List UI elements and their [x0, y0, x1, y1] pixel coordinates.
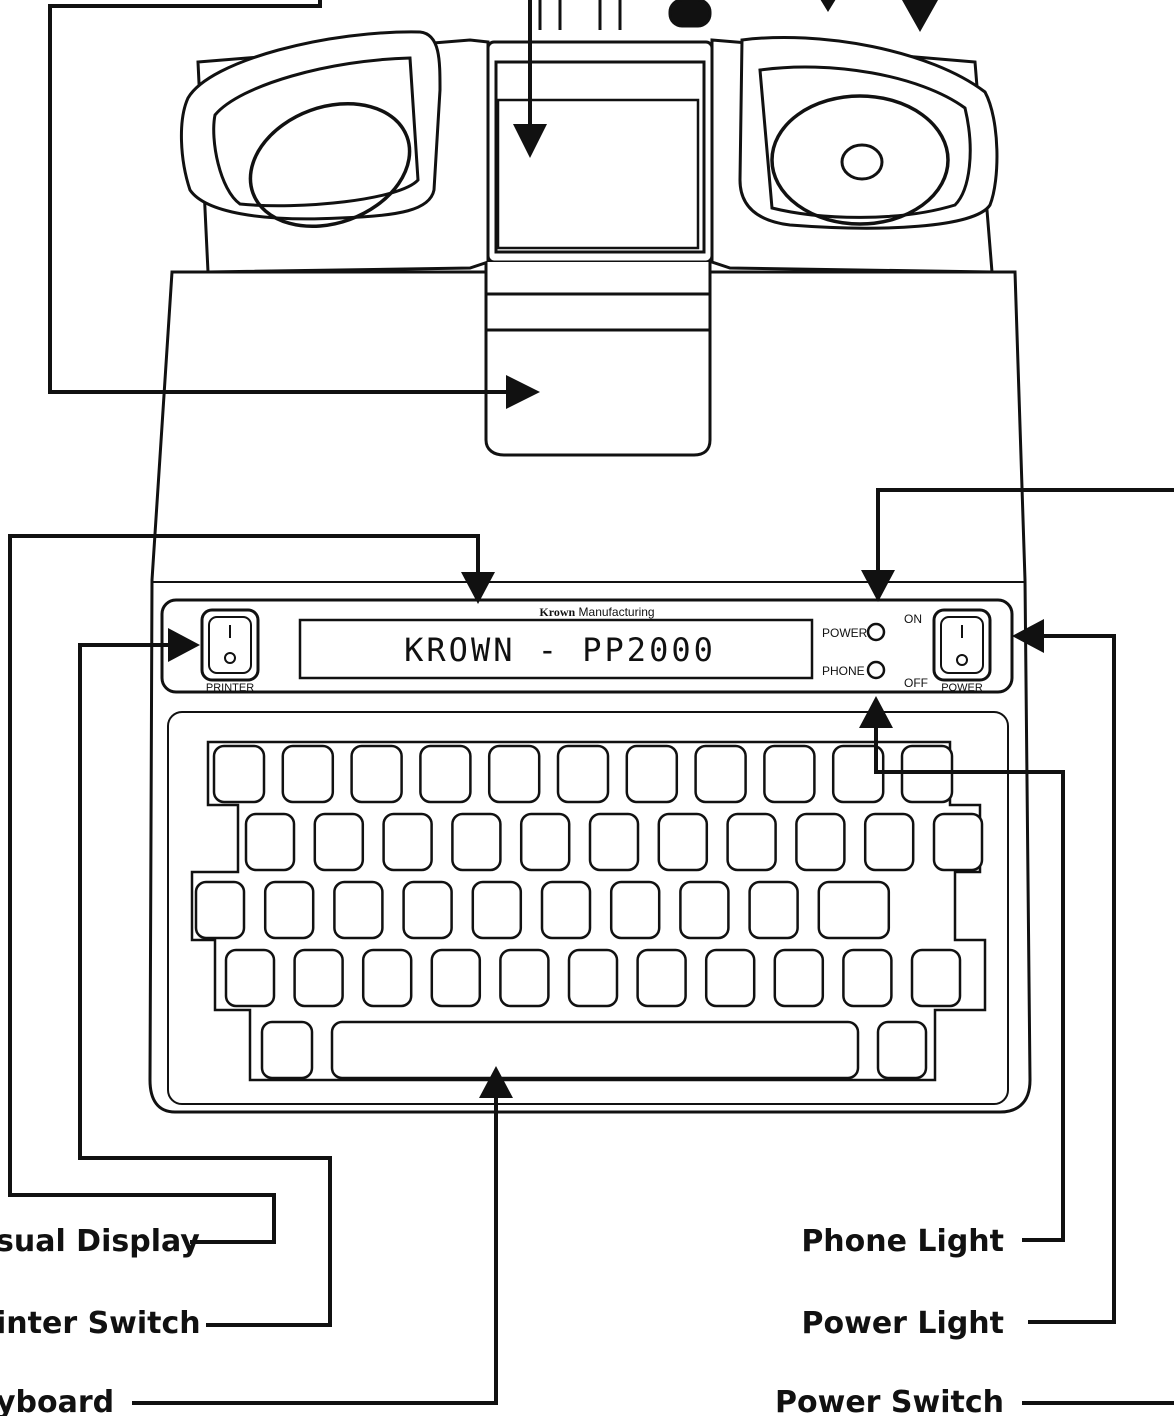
- key[interactable]: [361, 948, 413, 1008]
- callout-power-switch: Power Switch: [775, 1385, 1004, 1416]
- key[interactable]: [263, 880, 315, 940]
- key[interactable]: [876, 1020, 928, 1080]
- arrowhead: [506, 375, 540, 409]
- arrowhead: [859, 696, 893, 728]
- callout-power-light: Power Light: [802, 1306, 1004, 1341]
- space-bar[interactable]: [330, 1020, 860, 1080]
- power-switch-label: POWER: [941, 682, 983, 694]
- callout-visual-display: sual Display: [0, 1224, 200, 1259]
- key[interactable]: [932, 812, 984, 872]
- key[interactable]: [281, 744, 335, 804]
- leader-power-switch: [1028, 634, 1116, 1324]
- key[interactable]: [795, 812, 846, 872]
- visual-display: [298, 618, 814, 680]
- display-text: KROWN - PP2000: [404, 631, 716, 669]
- key[interactable]: [636, 948, 687, 1008]
- key[interactable]: [293, 948, 344, 1008]
- printer-switch[interactable]: [200, 608, 260, 682]
- key[interactable]: [679, 880, 730, 940]
- key[interactable]: [588, 812, 640, 872]
- key[interactable]: [609, 880, 661, 940]
- phone-indicator-label: PHONE: [822, 664, 865, 678]
- key[interactable]: [519, 812, 571, 872]
- arrowhead: [513, 124, 547, 158]
- key[interactable]: [244, 812, 296, 872]
- power-switch[interactable]: [932, 608, 992, 682]
- key[interactable]: [556, 744, 610, 804]
- arrowhead: [820, 0, 836, 12]
- leader-visual-display: [8, 534, 480, 1244]
- key-grid: [194, 744, 984, 1008]
- key[interactable]: [842, 948, 893, 1008]
- power-light: [866, 622, 886, 642]
- key[interactable]: [333, 880, 384, 940]
- arrowhead: [1012, 619, 1044, 653]
- arrowhead: [861, 570, 895, 602]
- key[interactable]: [910, 948, 962, 1008]
- key[interactable]: [194, 880, 246, 940]
- key[interactable]: [499, 948, 550, 1008]
- key[interactable]: [773, 948, 825, 1008]
- key[interactable]: [817, 880, 891, 940]
- key[interactable]: [313, 812, 365, 872]
- key[interactable]: [402, 880, 453, 940]
- key[interactable]: [382, 812, 433, 872]
- callout-printer-switch: inter Switch: [0, 1306, 201, 1341]
- key[interactable]: [487, 744, 541, 804]
- brand-bold: Krown: [539, 605, 575, 619]
- callout-phone-light: Phone Light: [801, 1224, 1004, 1259]
- leader-printer-switch: [78, 643, 332, 1327]
- key[interactable]: [726, 812, 777, 872]
- key[interactable]: [657, 812, 709, 872]
- power-indicator-label: POWER: [822, 626, 868, 640]
- arrowhead: [168, 628, 200, 662]
- handset-cradle: [180, 0, 999, 274]
- arrowhead: [902, 0, 938, 32]
- key[interactable]: [694, 744, 747, 804]
- off-label: OFF: [904, 676, 928, 690]
- printer-switch-label: PRINTER: [206, 682, 254, 694]
- key[interactable]: [471, 880, 523, 940]
- key[interactable]: [430, 948, 482, 1008]
- key[interactable]: [748, 880, 799, 940]
- on-label: ON: [904, 612, 922, 626]
- brand-rest: Manufacturing: [575, 605, 654, 619]
- leader-paper: [48, 0, 520, 394]
- leader-power-light: [876, 488, 1174, 578]
- key[interactable]: [540, 880, 592, 940]
- phone-light: [866, 660, 886, 680]
- leader-keyboard: [132, 1092, 498, 1405]
- arrowhead: [479, 1066, 513, 1098]
- key[interactable]: [224, 948, 276, 1008]
- key[interactable]: [704, 948, 756, 1008]
- key[interactable]: [212, 744, 266, 804]
- key[interactable]: [451, 812, 502, 872]
- keyboard: [167, 711, 1009, 1105]
- key[interactable]: [863, 812, 915, 872]
- key[interactable]: [567, 948, 619, 1008]
- key[interactable]: [625, 744, 679, 804]
- brand-label: Krown Manufacturing: [539, 605, 654, 619]
- callout-keyboard: yboard: [0, 1385, 114, 1416]
- key[interactable]: [419, 744, 472, 804]
- control-panel: PRINTER Krown Manufacturing KROWN - PP20…: [160, 598, 1014, 694]
- key[interactable]: [260, 1020, 314, 1080]
- key[interactable]: [350, 744, 403, 804]
- key[interactable]: [763, 744, 816, 804]
- arrowhead: [461, 572, 495, 604]
- leader-lines: [8, 0, 1174, 1405]
- leader-phone-light: [874, 718, 1065, 1242]
